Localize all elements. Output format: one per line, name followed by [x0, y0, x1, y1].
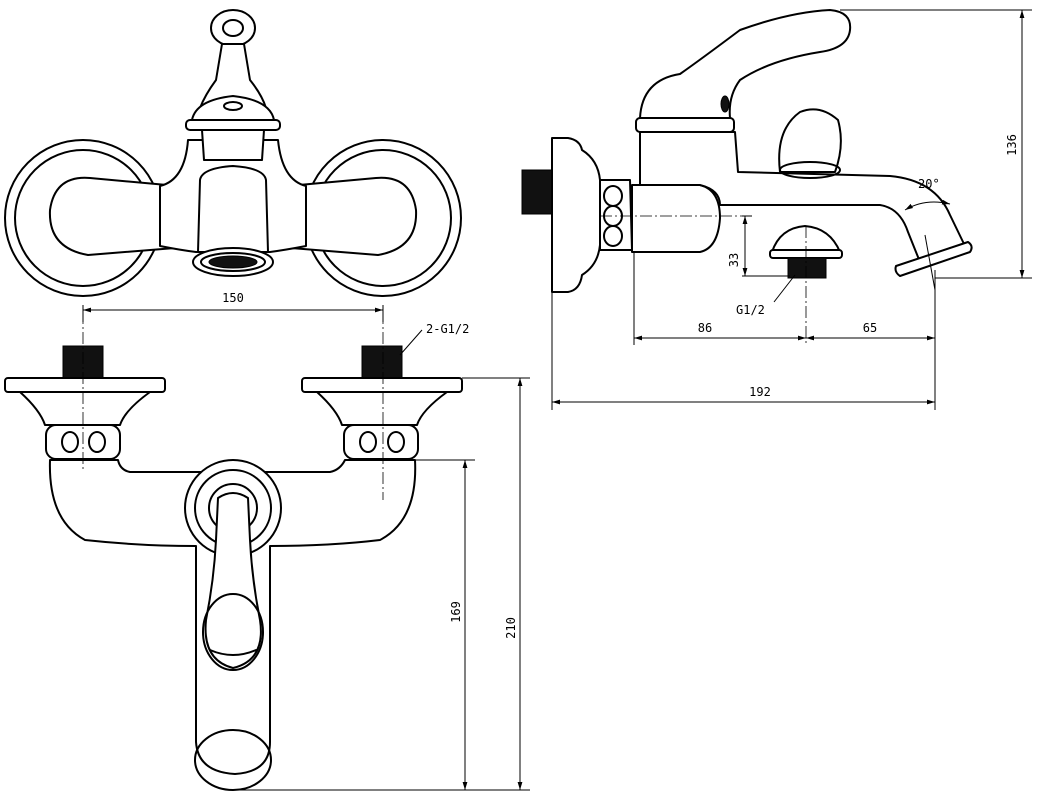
- lever-top: [185, 9, 281, 161]
- dim-33-label: 33: [727, 253, 741, 267]
- lever-front: [184, 459, 282, 671]
- dim-192: 192: [551, 292, 935, 410]
- side-view: [521, 9, 973, 293]
- inlet-thread-label: 2-G1/2: [426, 322, 469, 336]
- dim-136: 136: [840, 9, 1032, 279]
- spout-tip-side: [894, 241, 973, 277]
- left-flange: [4, 377, 166, 460]
- leader-inlet-thread: 2-G1/2: [399, 322, 469, 356]
- lever-side: [635, 9, 852, 133]
- diverter-knob: [778, 108, 842, 179]
- dim-136-label: 136: [1005, 134, 1019, 156]
- dim-169-label: 169: [449, 601, 463, 623]
- dim-33: 33: [727, 215, 790, 277]
- leader-outlet-thread: G1/2: [736, 274, 796, 317]
- side-inlet-thread: [521, 169, 555, 215]
- right-inlet-thread: [361, 345, 403, 381]
- front-view: [4, 345, 463, 791]
- dim-86-label: 86: [698, 321, 712, 335]
- dim-169: 169: [415, 459, 475, 790]
- top-view: [4, 9, 462, 297]
- side-spout: [639, 131, 966, 263]
- dim-65-label: 65: [863, 321, 877, 335]
- dim-192-label: 192: [749, 385, 771, 399]
- side-body: [631, 184, 721, 253]
- dim-150-label: 150: [222, 291, 244, 305]
- dim-angle-label: 20°: [918, 177, 940, 191]
- spout-tip-front: [194, 729, 272, 791]
- dim-210: 210: [462, 377, 530, 790]
- side-flange: [551, 137, 601, 293]
- dim-angle: 20°: [904, 177, 951, 291]
- spout-outlet-top: [192, 165, 274, 277]
- outlet-thread-label: G1/2: [736, 303, 765, 317]
- dim-86-65: 86 65: [633, 252, 936, 410]
- dim-210-label: 210: [504, 617, 518, 639]
- right-flange: [301, 377, 463, 460]
- dim-150: 150: [82, 291, 384, 322]
